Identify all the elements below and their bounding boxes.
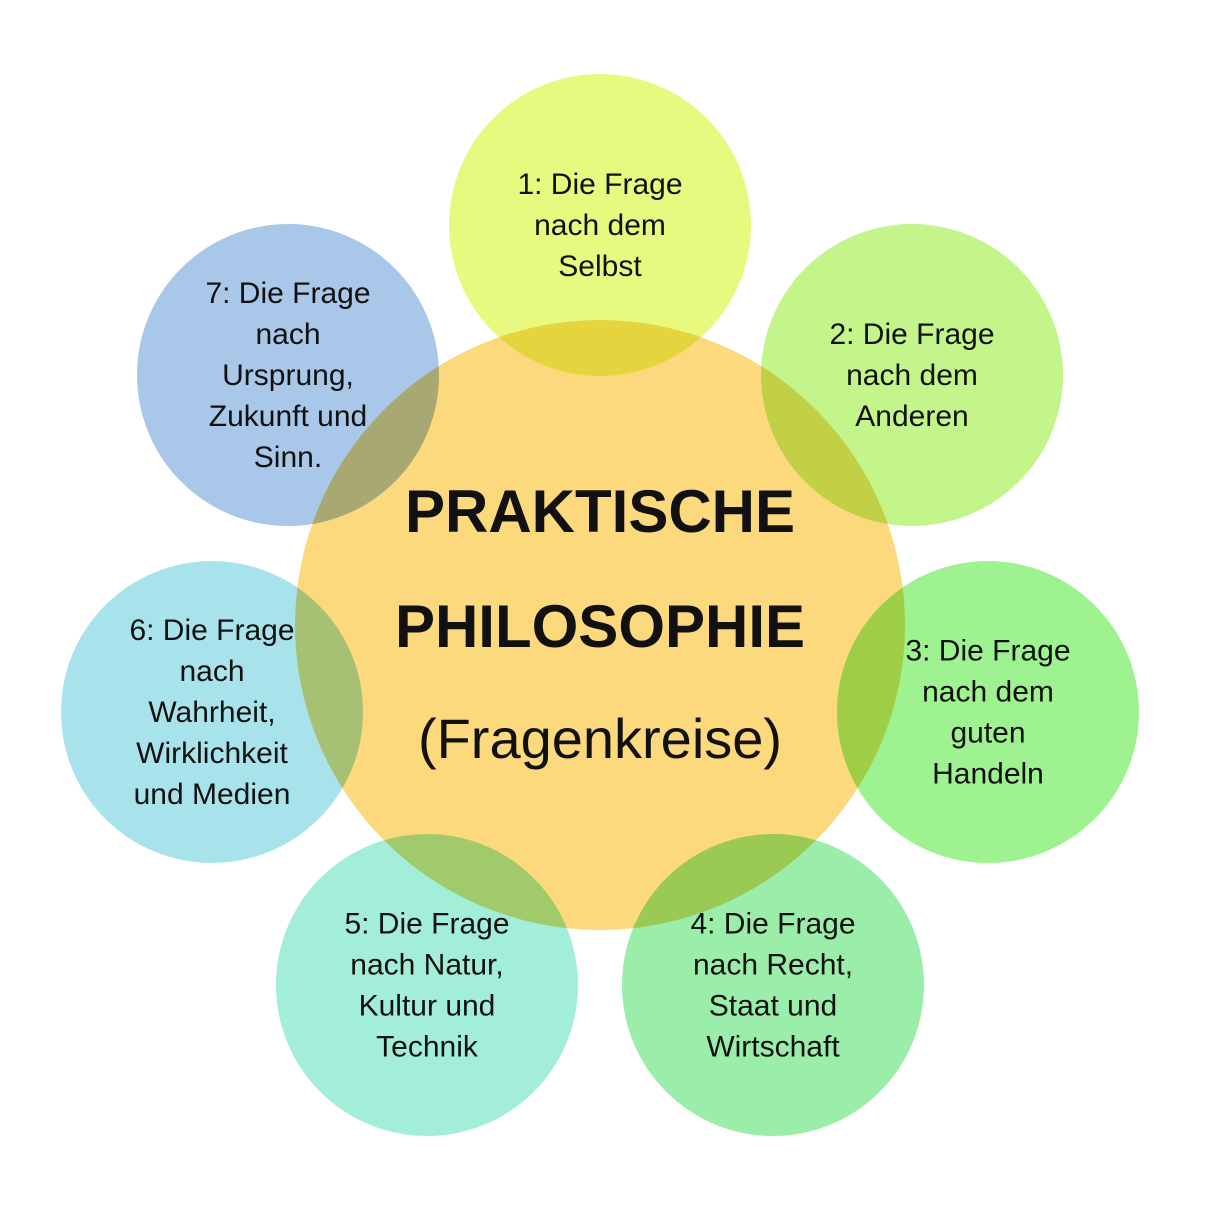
question-circle-4 [620,832,926,1138]
circle-2-label-line: Anderen [855,400,968,433]
circle-6-label-line: Wirklichkeit [136,737,288,770]
question-circle-1 [447,72,753,378]
question-circle-7 [135,222,441,528]
circle-4-label-line: Staat und [709,990,837,1023]
circle-1-label-line: 1: Die Frage [517,168,682,201]
circle-3-label-line: nach dem [922,676,1054,709]
circle-3-label-line: 3: Die Frage [905,635,1070,668]
circle-4-label-line: Wirtschaft [706,1031,840,1064]
circle-7-label-line: Sinn. [254,441,322,474]
question-circle-6 [59,559,365,865]
circle-5-label-line: 5: Die Frage [344,908,509,941]
center-title-line-1: PRAKTISCHE [405,478,795,545]
center-subtitle: (Fragenkreise) [418,707,782,770]
circle-3-label-line: Handeln [932,758,1044,791]
circle-1-label-line: nach dem [534,209,666,242]
circle-6-label-line: und Medien [134,778,291,811]
circle-2-label-line: 2: Die Frage [829,318,994,351]
question-circle-3 [835,559,1141,865]
circle-2-label-line: nach dem [846,359,978,392]
circle-7-label-line: Ursprung, [222,359,354,392]
circle-6-label-line: Wahrheit, [148,696,275,729]
circle-7-label-line: Zukunft und [209,400,367,433]
center-title: PRAKTISCHE PHILOSOPHIE (Fragenkreise) [395,478,805,770]
circle-6-label-line: 6: Die Frage [129,614,294,647]
circle-4-label-line: nach Recht, [693,949,853,982]
center-circle [295,320,905,930]
center-title-line-2: PHILOSOPHIE [395,593,805,660]
question-circle-5 [274,832,580,1138]
circle-6-label-line: nach [179,655,244,688]
circle-7-label-line: nach [255,318,320,351]
circle-3-label-line: guten [950,717,1025,750]
circle-4-label-line: 4: Die Frage [690,908,855,941]
circle-5-label-line: Kultur und [359,990,496,1023]
circle-5-label-line: nach Natur, [350,949,503,982]
circle-1-label-line: Selbst [558,250,642,283]
circle-5-label-line: Technik [376,1031,479,1064]
circle-7-label-line: 7: Die Frage [205,277,370,310]
question-circle-2 [759,222,1065,528]
